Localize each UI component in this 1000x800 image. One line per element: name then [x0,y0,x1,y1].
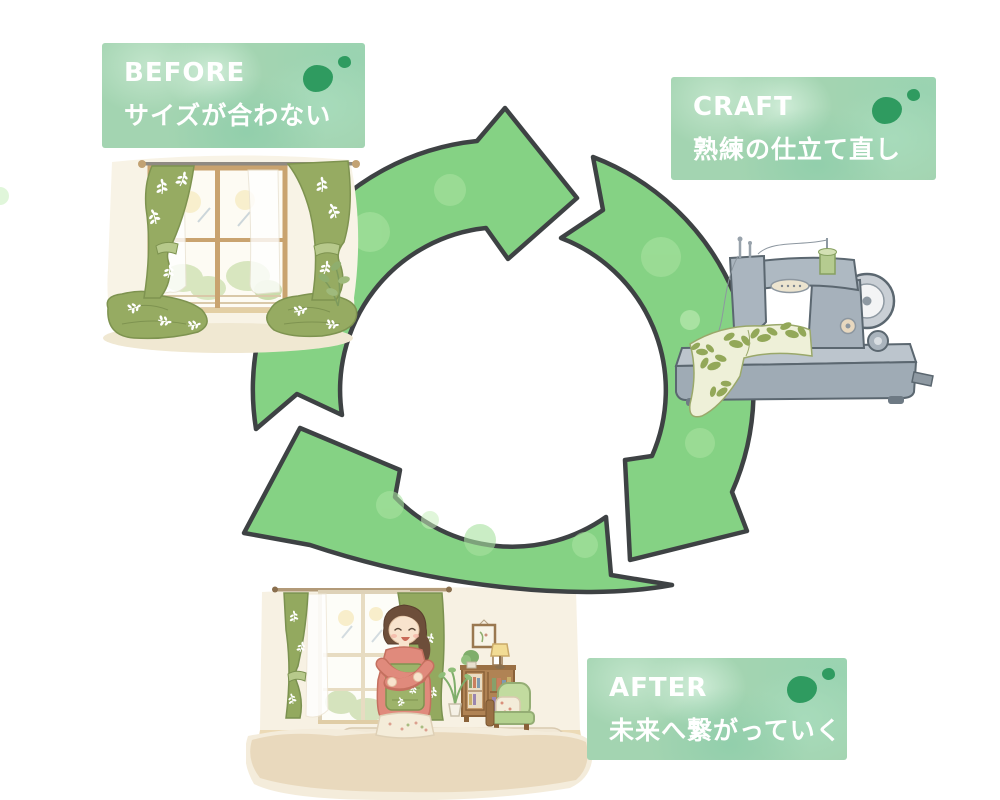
thread-spool [818,238,837,275]
craft-sewing-machine-illustration [674,236,934,418]
left-curtain-too-long [106,165,208,340]
wall-picture [471,619,497,649]
sheer-curtain [305,593,329,718]
window-sill [148,308,287,313]
stage-title: CRAFT [693,92,793,122]
arrow-after-to-before [241,425,675,595]
stage-label-craft: CRAFT 熟練の仕立て直し [671,77,936,180]
stage-title: AFTER [609,673,708,703]
before-window-illustration [103,155,360,353]
left-curtain [283,592,309,719]
stage-subtitle: 熟練の仕立て直し [693,134,902,164]
table-lamp [490,643,510,669]
window-sill [318,720,410,724]
brand-badge [770,278,810,294]
house-plant [318,261,350,307]
stage-subtitle: サイズが合わない [124,100,332,130]
leaf-blob-icon [338,56,351,68]
floor-plant [438,667,472,717]
arrow-craft-to-after [558,154,756,563]
leaf-blob-icon [822,668,835,680]
woman-hugging-fabric [375,604,435,739]
stage-label-after: AFTER 未来へ繋がっていく [587,658,847,760]
leaf-blob-icon [907,89,920,101]
stage-subtitle: 未来へ繋がっていく [609,715,842,745]
cabinet-plant [461,650,479,669]
sheer-curtain-right [247,169,281,295]
machine-head [728,254,768,332]
after-room-illustration [246,586,593,800]
hand-crank [911,371,934,387]
curtain-fabric [689,318,813,418]
floor-wash [250,732,588,793]
stage-title: BEFORE [124,58,246,88]
thread-pins [738,240,752,258]
floral-skirt [375,712,435,739]
stage-label-before: BEFORE サイズが合わない [102,43,365,148]
